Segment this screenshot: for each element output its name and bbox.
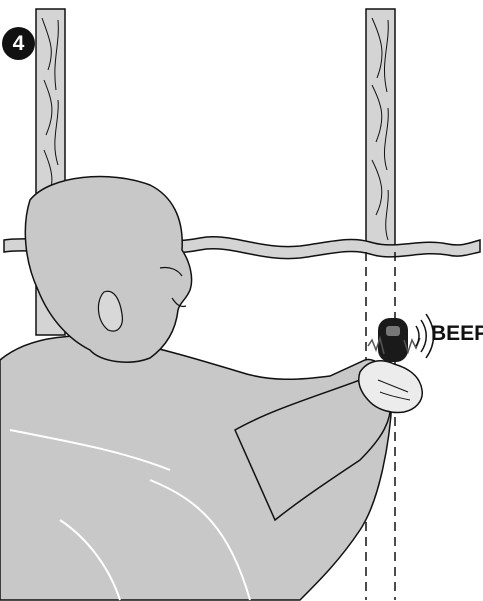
person-figure bbox=[0, 175, 423, 601]
right-wall-stud bbox=[365, 8, 396, 253]
beep-callout-label: BEEP bbox=[431, 322, 483, 345]
step-number: 4 bbox=[12, 31, 25, 55]
stud-finder-device bbox=[367, 318, 421, 362]
sound-waves-icon bbox=[415, 313, 435, 359]
step-number-badge: 4 bbox=[2, 27, 35, 60]
